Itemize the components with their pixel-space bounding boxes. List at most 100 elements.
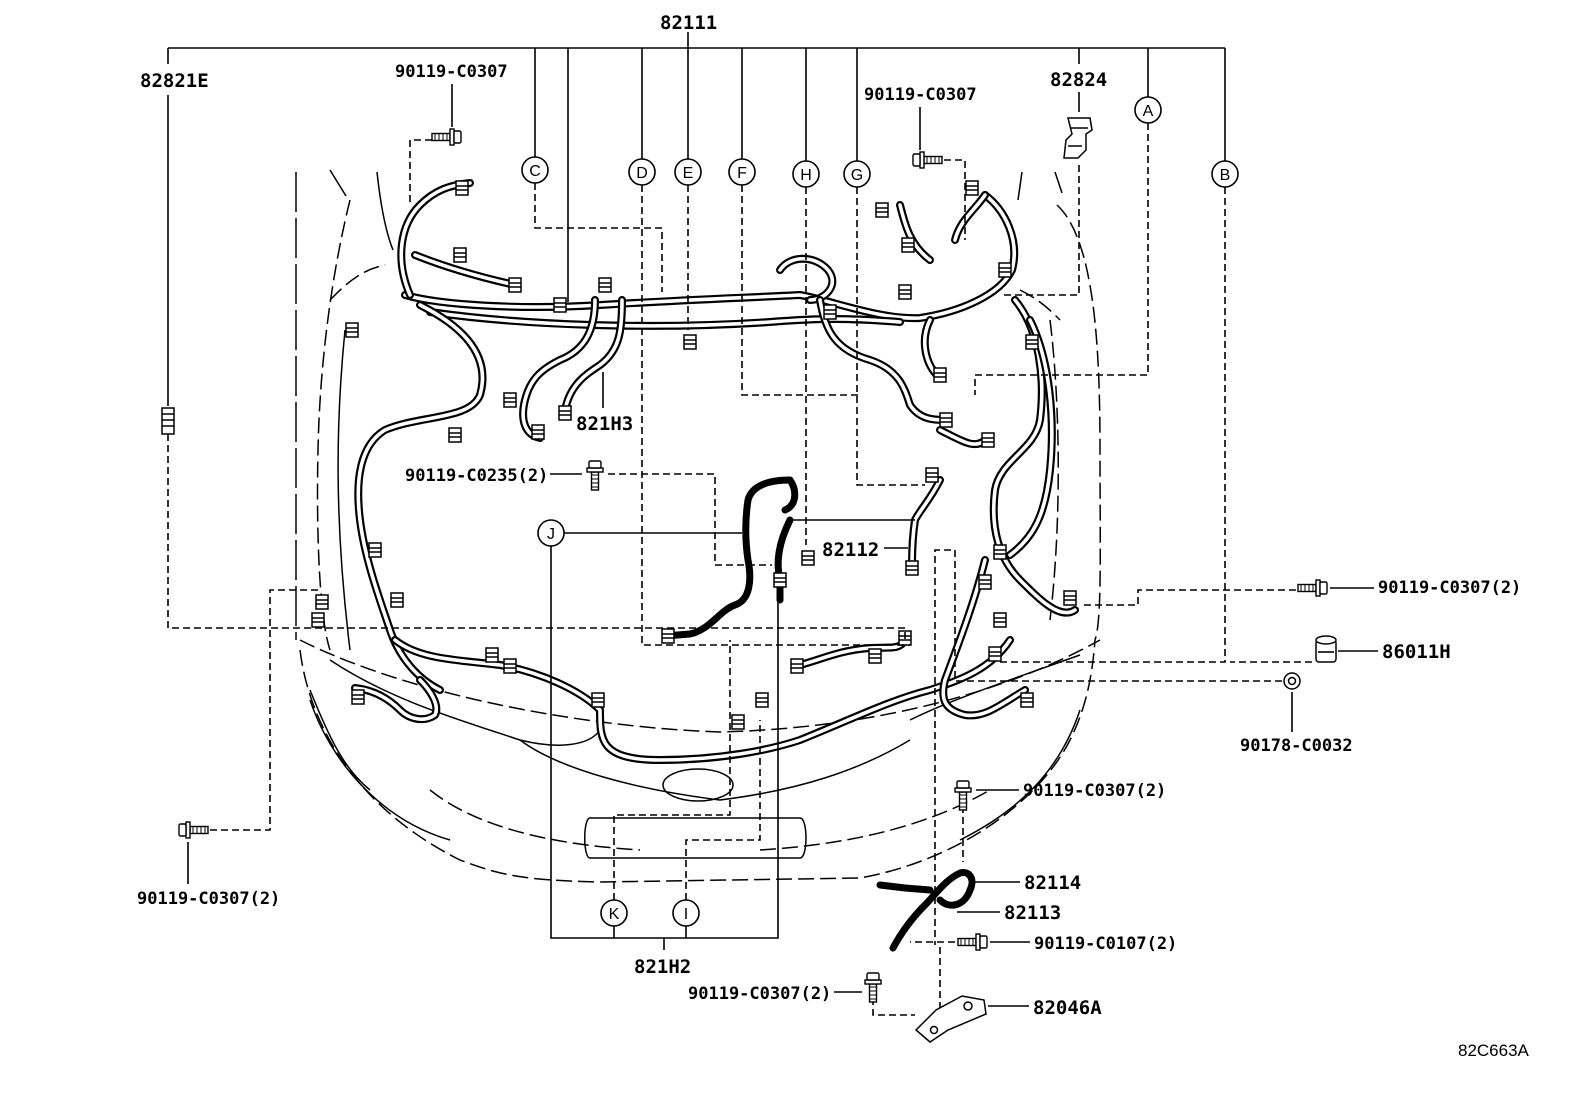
leader-line [685, 720, 761, 900]
svg-text:H: H [800, 167, 812, 184]
wire-harness-core [428, 310, 902, 328]
wire-harness-core [399, 181, 472, 297]
part-label-nut-90178[interactable]: 90178-C0032 [1240, 736, 1353, 756]
connector-icon [905, 560, 919, 576]
connector-icon [981, 432, 995, 448]
part-label-bolt-top-left[interactable]: 90119-C0307 [395, 62, 508, 82]
connector-icon [531, 424, 545, 440]
wire-harness-core [563, 298, 624, 412]
callout-b: B [1211, 160, 1239, 188]
part-label-821h3[interactable]: 821H3 [576, 413, 633, 435]
part-label-82113[interactable]: 82113 [1004, 902, 1061, 924]
bolt-icon [957, 933, 988, 951]
connector-icon [790, 658, 804, 674]
wire-harness-core [393, 638, 1012, 762]
leader-line [856, 187, 925, 486]
leader-line [872, 998, 915, 1016]
connector-icon [683, 334, 697, 350]
connector-icon [933, 367, 947, 383]
connector-group [311, 180, 1077, 730]
part-label-82046a[interactable]: 82046A [1033, 997, 1102, 1019]
callout-f: F [728, 158, 756, 186]
callout-j: J [537, 519, 565, 547]
svg-text:J: J [547, 526, 555, 543]
part-label-86011h[interactable]: 86011H [1382, 641, 1451, 663]
bolt-icon [586, 460, 604, 491]
part-label-82111[interactable]: 82111 [660, 12, 717, 34]
leader-lines [167, 32, 1378, 1020]
wire-harness-core [778, 256, 835, 302]
callout-i: I [672, 899, 700, 927]
connector-icon [161, 407, 175, 435]
svg-text:A: A [1143, 103, 1154, 120]
connector-icon [390, 592, 404, 608]
part-label-bolt-top-right[interactable]: 90119-C0307 [864, 85, 977, 105]
wire-harness-core [413, 253, 517, 287]
nut-icon [1283, 672, 1301, 690]
part-label-82114[interactable]: 82114 [1024, 872, 1081, 894]
wire-harness-core [818, 298, 947, 422]
bolt-icon [431, 128, 462, 146]
connector-icon [898, 284, 912, 300]
wire-harness-core [1008, 318, 1054, 557]
callout-k: K [600, 899, 628, 927]
svg-text:K: K [609, 906, 620, 923]
leader-line [210, 589, 322, 831]
connector-icon [868, 648, 882, 664]
callout-e: E [674, 158, 702, 186]
connector-icon [351, 689, 365, 705]
part-label-bolt-bottom[interactable]: 90119-C0307(2) [688, 984, 831, 1004]
figure-code: 82C663A [1458, 1041, 1530, 1060]
svg-text:F: F [737, 165, 747, 182]
connector-icon [448, 427, 462, 443]
wire-harness-core [991, 298, 1077, 615]
bracket-icon [914, 995, 987, 1043]
connector-icon [315, 594, 329, 610]
bracket-icon [1063, 117, 1093, 159]
connector-icon [988, 646, 1002, 662]
wire-harness-core [953, 193, 987, 242]
connector-icon [553, 297, 567, 313]
connector-icon [773, 572, 787, 588]
horn-icon [1315, 635, 1337, 663]
part-label-821h2[interactable]: 821H2 [634, 956, 691, 978]
part-label-82821e[interactable]: 82821E [140, 70, 209, 92]
part-label-bolt-bottom-left[interactable]: 90119-C0307(2) [137, 889, 280, 909]
connector-icon [503, 392, 517, 408]
leader-line [641, 185, 910, 646]
svg-text:B: B [1220, 167, 1231, 184]
connector-icon [998, 262, 1012, 278]
leader-line [1080, 589, 1296, 606]
wire-harness-core [941, 558, 1027, 718]
part-label-bolt-c0107[interactable]: 90119-C0107(2) [1034, 934, 1177, 954]
leader-line [613, 640, 731, 900]
wire-harness-core [521, 298, 597, 440]
leader-line [534, 183, 663, 292]
callout-c: C [521, 156, 549, 184]
leader-line [608, 473, 772, 566]
leader-line [944, 159, 966, 240]
svg-text:D: D [636, 165, 648, 182]
part-label-bolt-right[interactable]: 90119-C0307(2) [1378, 578, 1521, 598]
engine-room-sub-harness [661, 476, 799, 640]
part-label-82112[interactable]: 82112 [822, 539, 879, 561]
connector-icon [875, 202, 889, 218]
part-label-82824[interactable]: 82824 [1050, 69, 1107, 91]
connector-icon [731, 714, 745, 730]
connector-icon [591, 692, 605, 708]
connector-icon [661, 628, 675, 644]
connector-icon [485, 647, 499, 663]
bolt-icon [178, 821, 209, 839]
svg-text:E: E [683, 165, 694, 182]
connector-icon [993, 612, 1007, 628]
connector-icon [455, 180, 469, 196]
callout-d: D [628, 158, 656, 186]
engine-room-sub-harness [774, 516, 794, 604]
connector-icon [901, 237, 915, 253]
vehicle-outline [295, 169, 1102, 883]
bolt-icon [912, 151, 943, 169]
part-label-bolt-c0235[interactable]: 90119-C0235(2) [405, 466, 548, 486]
part-label-bolt-mid-right[interactable]: 90119-C0307(2) [1023, 781, 1166, 801]
leader-line [934, 549, 1282, 945]
leader-line [167, 434, 906, 640]
